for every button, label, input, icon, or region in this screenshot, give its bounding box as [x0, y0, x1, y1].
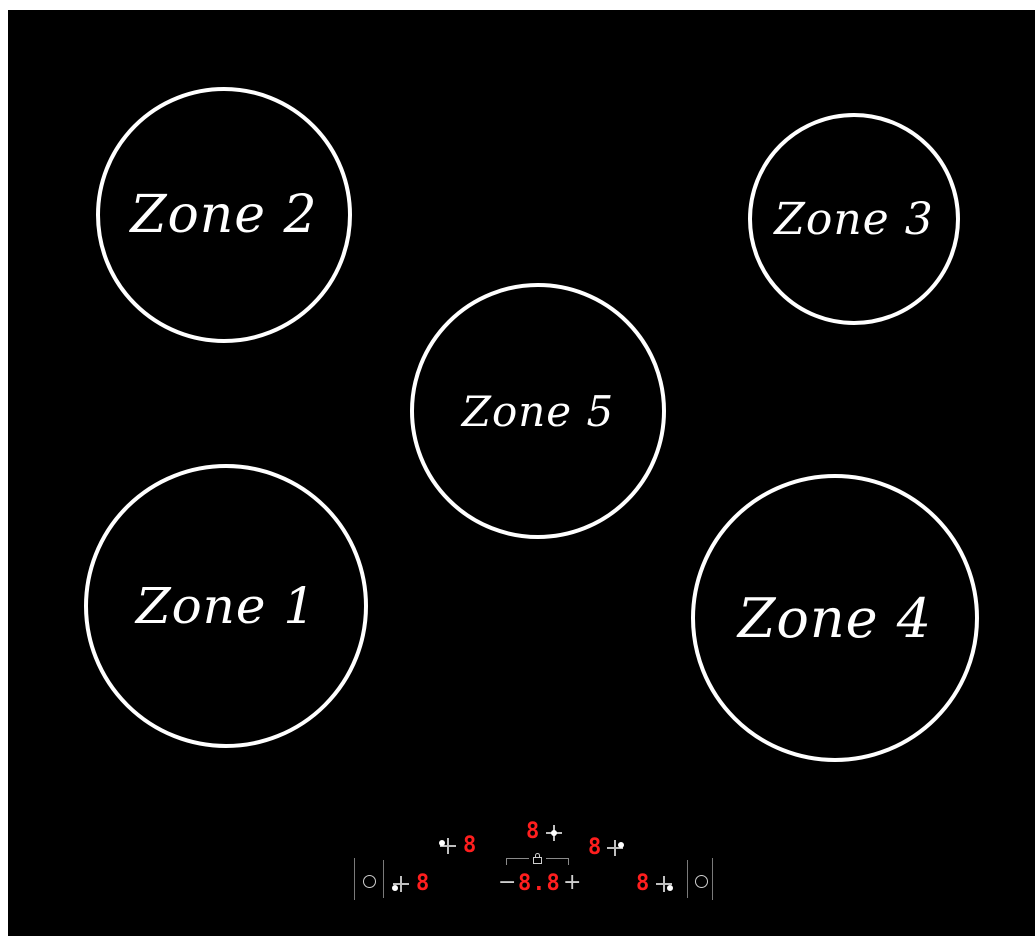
zone-5-level-display: 8 — [526, 819, 541, 844]
cooktop-surface: Zone 2 Zone 3 Zone 5 Zone 1 Zone 4 8 8 8… — [8, 10, 1035, 936]
zone-4-burner[interactable]: Zone 4 — [691, 474, 979, 762]
minus-button[interactable]: − — [498, 870, 517, 895]
zone-1-select-icon[interactable] — [392, 876, 409, 892]
power-level-display: 8.8 — [518, 871, 561, 896]
timer-icon[interactable] — [363, 875, 376, 888]
touch-control-panel: 8 8 8 8 − 8.8 + 8 — [8, 10, 1035, 936]
zone-1-label: Zone 1 — [135, 577, 317, 635]
panel-divider-right — [712, 858, 713, 900]
zone-4-select-icon[interactable] — [656, 876, 673, 892]
zone-5-label: Zone 5 — [461, 386, 615, 436]
plus-button[interactable]: + — [563, 870, 582, 895]
zone-1-level-display: 8 — [416, 871, 431, 896]
zone-5-burner[interactable]: Zone 5 — [410, 283, 666, 539]
zone-2-indicator-dot — [439, 840, 445, 846]
zone-3-label: Zone 3 — [774, 193, 934, 245]
lock-bracket-left — [506, 858, 529, 865]
panel-divider-left — [354, 858, 355, 900]
zone-5-indicator-dot — [551, 830, 557, 836]
zone-3-burner[interactable]: Zone 3 — [748, 113, 960, 325]
zone-4-label: Zone 4 — [737, 586, 933, 650]
zone-2-burner[interactable]: Zone 2 — [96, 87, 352, 343]
zone-2-select-icon[interactable] — [439, 838, 456, 854]
zone-2-label: Zone 2 — [130, 185, 318, 245]
zone-1-burner[interactable]: Zone 1 — [84, 464, 368, 748]
zone-4-indicator-dot — [667, 885, 673, 891]
power-divider — [687, 860, 688, 898]
zone-3-indicator-dot — [618, 842, 624, 848]
power-icon[interactable] — [695, 875, 708, 888]
zone-3-select-icon[interactable] — [607, 840, 624, 856]
zone-1-indicator-dot — [392, 885, 398, 891]
lock-icon[interactable] — [533, 853, 542, 864]
lock-bracket-right — [546, 858, 569, 865]
zone-2-level-display: 8 — [463, 833, 478, 858]
zone-3-level-display: 8 — [588, 835, 603, 860]
zone-4-level-display: 8 — [636, 871, 651, 896]
timer-divider — [383, 860, 384, 898]
zone-5-select-icon[interactable] — [546, 825, 562, 841]
